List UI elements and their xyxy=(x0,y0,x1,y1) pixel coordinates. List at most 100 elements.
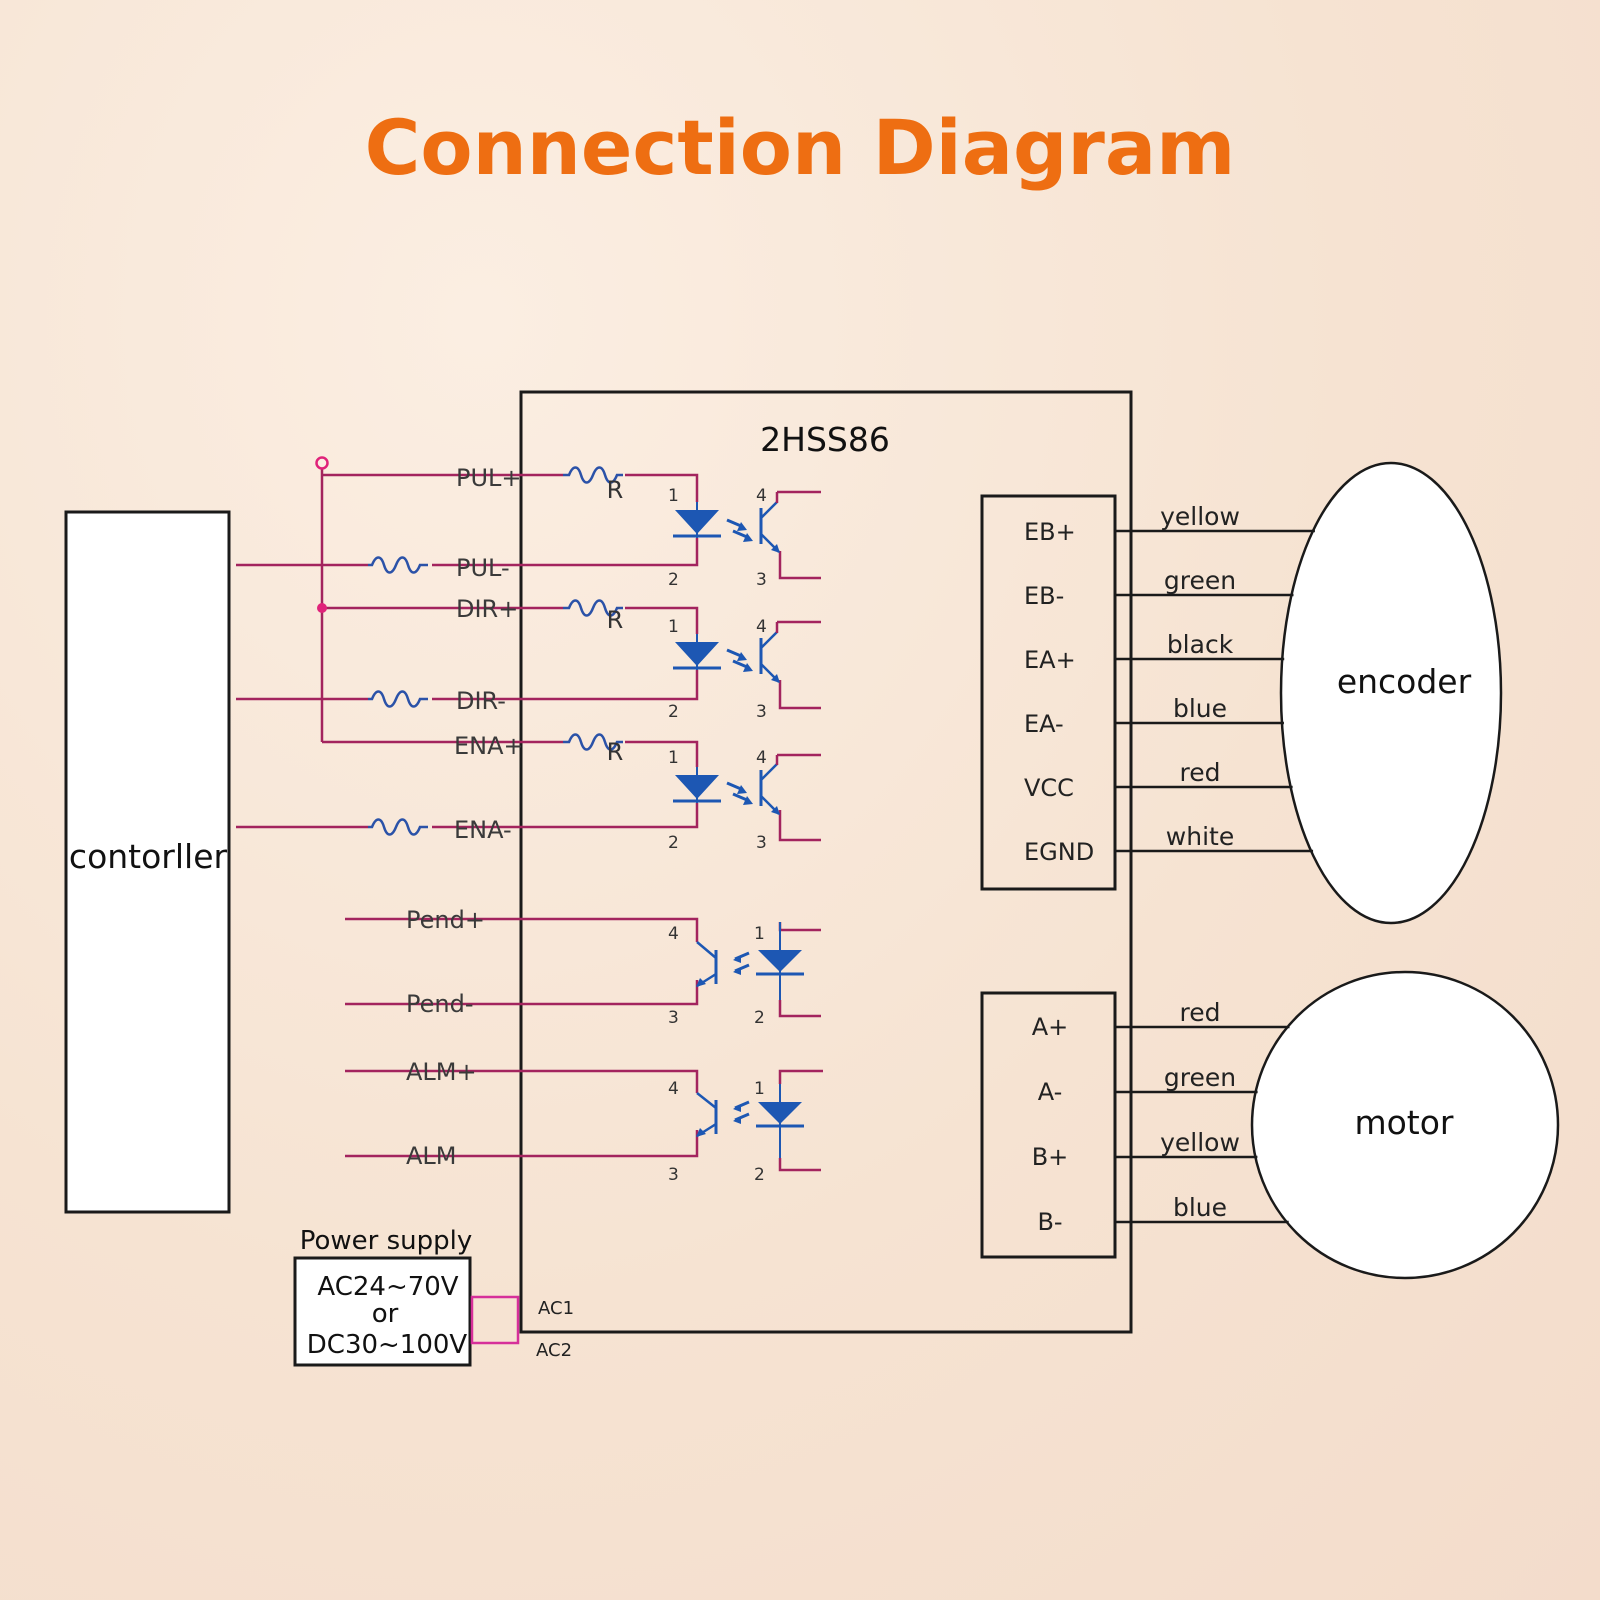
encoder-pin-label: EGND xyxy=(1024,838,1094,866)
arrow-head xyxy=(737,522,747,531)
pul-pos-led-wire xyxy=(625,473,699,502)
arrow-head xyxy=(771,674,780,683)
pin-number: 4 xyxy=(756,617,767,637)
out-stub xyxy=(778,1158,821,1172)
pin-number: 4 xyxy=(668,1079,679,1099)
arrow-head xyxy=(733,1116,741,1124)
encoder-label: encoder xyxy=(1337,662,1472,701)
ena-pos-label: ENA+ xyxy=(454,732,524,760)
power-range-or: or xyxy=(372,1299,399,1329)
driver-model-label: 2HSS86 xyxy=(760,420,890,459)
pend-neg-label: Pend- xyxy=(406,990,474,1018)
encoder-wire-color-label: blue xyxy=(1173,694,1227,723)
ena-resistor xyxy=(563,733,623,751)
arrow-head xyxy=(696,1128,706,1137)
pul-neg-resistor xyxy=(368,556,428,574)
alm-optocoupler xyxy=(696,1084,804,1158)
collector xyxy=(760,763,778,781)
pin-number: 1 xyxy=(668,617,679,637)
pul-neg-wire-b xyxy=(432,538,699,567)
motor-connections: A+A-B+B- xyxy=(1032,1013,1069,1236)
motor-pin-label: B- xyxy=(1037,1208,1062,1236)
dir-neg-resistor xyxy=(368,690,428,708)
motor-pin-label: A+ xyxy=(1032,1013,1069,1041)
motor-wire-color-label: yellow xyxy=(1160,1128,1240,1157)
motor-circle xyxy=(1250,970,1560,1280)
output-optocouplers xyxy=(696,922,804,1158)
pin-number: 1 xyxy=(668,748,679,768)
controller-label: contorller xyxy=(69,837,228,876)
motor-wire-color-label: green xyxy=(1164,1063,1236,1092)
power-range-dc: DC30~100V xyxy=(307,1330,468,1360)
dir-pos-label: DIR+ xyxy=(456,595,518,623)
pin-number: 2 xyxy=(668,570,679,590)
ena-neg-label: ENA- xyxy=(454,816,512,844)
junction-node xyxy=(317,603,327,613)
encoder-pin-label: VCC xyxy=(1024,774,1074,802)
out-stub xyxy=(778,680,821,710)
driver-box xyxy=(519,390,1133,1334)
out-stub xyxy=(778,551,821,580)
motor-pin-label: A- xyxy=(1038,1078,1063,1106)
encoder-pin-label: EB- xyxy=(1024,582,1064,610)
resistors xyxy=(368,466,623,836)
light-arrows-icon xyxy=(726,518,748,539)
power-link-terminal xyxy=(470,1295,520,1345)
pin-number: 1 xyxy=(668,486,679,506)
resistor-label: R xyxy=(607,738,624,766)
ena-neg-wire-b xyxy=(432,803,699,829)
pin-number: 2 xyxy=(754,1008,765,1028)
alm-neg-label: ALM xyxy=(406,1142,457,1170)
collector xyxy=(760,501,778,519)
out-stub xyxy=(778,922,821,932)
pin-number: 2 xyxy=(668,833,679,853)
arrow-head xyxy=(743,663,753,672)
pin-number: 4 xyxy=(756,748,767,768)
arrow-head xyxy=(743,533,753,542)
power-range-ac: AC24~70V xyxy=(317,1272,458,1302)
arrow-head xyxy=(733,1104,741,1112)
power-supply-title: Power supply xyxy=(300,1226,473,1256)
arrow-head xyxy=(733,967,741,975)
pin-number: 4 xyxy=(756,486,767,506)
arrow-head xyxy=(771,806,780,815)
pend-pos-label: Pend+ xyxy=(406,906,485,934)
pin-number: 3 xyxy=(756,570,767,590)
arrow-head xyxy=(696,978,706,987)
resistor-label: R xyxy=(607,476,624,504)
ac2-label: AC2 xyxy=(536,1340,572,1361)
pul-optocoupler xyxy=(673,492,780,553)
arrow-head xyxy=(737,652,747,661)
encoder-wire-color-label: red xyxy=(1180,758,1221,787)
out-stub xyxy=(778,1069,823,1084)
page-title: Connection Diagram xyxy=(365,103,1236,192)
collector xyxy=(760,631,778,649)
alm-neg-wire xyxy=(345,1130,699,1158)
motor-terminal-block xyxy=(980,991,1117,1259)
pul-pos-label: PUL+ xyxy=(456,464,522,492)
dir-resistor xyxy=(563,599,623,617)
ena-pos-led-wire xyxy=(625,740,699,767)
encoder-wire-color-label: yellow xyxy=(1160,502,1240,531)
alm-pos-label: ALM+ xyxy=(406,1058,477,1086)
encoder-pin-label: EA- xyxy=(1024,710,1064,738)
encoder-wire-color-label: black xyxy=(1167,630,1234,659)
pin-number: 2 xyxy=(754,1165,765,1185)
ena-optocoupler xyxy=(673,755,780,815)
arrow-head xyxy=(771,544,780,553)
pin-number: 3 xyxy=(756,702,767,722)
collector xyxy=(696,1092,717,1109)
pin-number: 3 xyxy=(756,833,767,853)
resistor-label: R xyxy=(607,606,624,634)
pin-number: 4 xyxy=(668,924,679,944)
pend-pos-wire xyxy=(345,917,699,942)
pin-number: 1 xyxy=(754,1079,765,1099)
motor-wire-color-label: red xyxy=(1180,998,1221,1027)
pin-number: 3 xyxy=(668,1008,679,1028)
out-stub xyxy=(778,1000,821,1018)
dir-neg-wire-b xyxy=(432,670,699,701)
